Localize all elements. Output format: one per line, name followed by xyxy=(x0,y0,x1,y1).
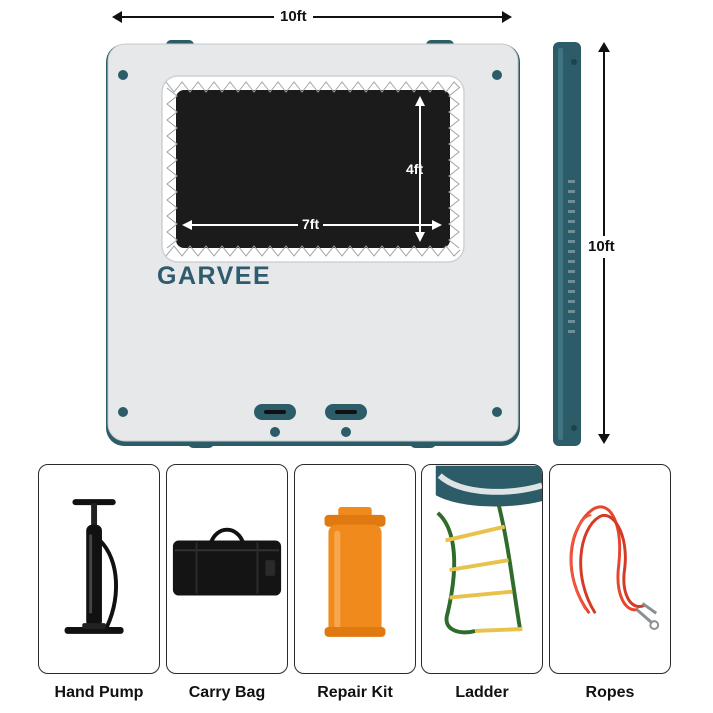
net-height-label: 4ft xyxy=(406,161,424,177)
platform-side-view xyxy=(553,42,581,446)
accessory-tile-hand-pump xyxy=(38,464,160,674)
accessory-label-carry-bag: Carry Bag xyxy=(188,684,266,701)
accessory-tile-carry-bag xyxy=(166,464,288,674)
brand-logo: GARVEE xyxy=(157,262,272,290)
accessory-label-hand-pump: Hand Pump xyxy=(54,684,144,701)
ladder-icon xyxy=(435,465,542,635)
repair-kit-icon xyxy=(324,507,386,637)
net-width-label: 7ft xyxy=(298,215,324,233)
accessory-label-ladder: Ladder xyxy=(455,684,509,701)
carry-bag-icon xyxy=(172,527,282,596)
platform-top-view xyxy=(106,40,520,448)
accessory-label-repair-kit: Repair Kit xyxy=(317,684,393,701)
ropes-icon xyxy=(569,505,660,630)
accessory-tile-repair-kit xyxy=(294,464,416,674)
accessory-tile-ropes xyxy=(549,464,671,674)
top-dimension-label: 10ft xyxy=(274,8,313,26)
side-dimension-label: 10ft xyxy=(588,236,615,258)
accessory-tile-ladder xyxy=(421,464,543,674)
hand-pump-icon xyxy=(64,499,124,634)
accessory-label-ropes: Ropes xyxy=(585,684,635,701)
